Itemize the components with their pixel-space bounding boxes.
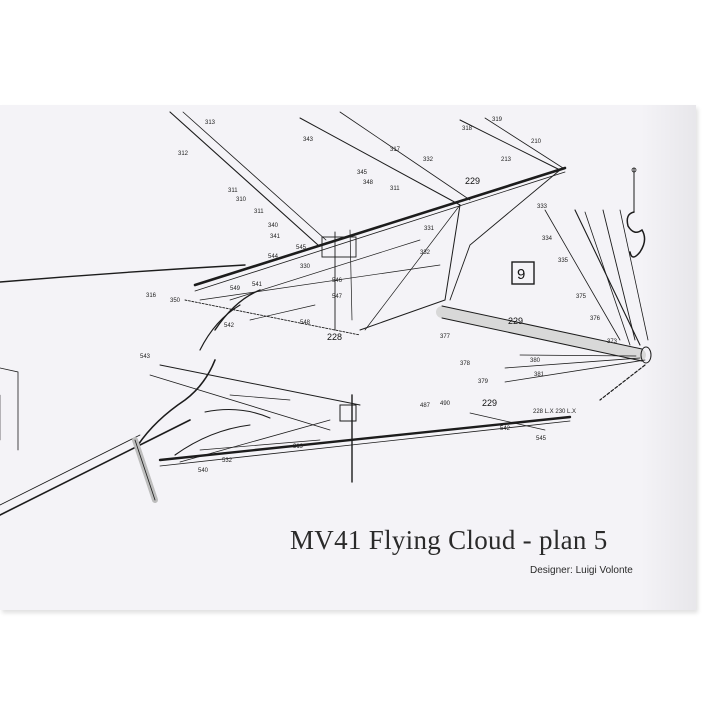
chain bbox=[599, 364, 646, 401]
hull-curve-inner bbox=[0, 434, 141, 506]
callout: 544 bbox=[268, 254, 279, 260]
callout: 334 bbox=[542, 236, 553, 242]
callout: 545 bbox=[296, 245, 307, 251]
callout: 210 bbox=[531, 139, 542, 145]
callout: 543 bbox=[140, 354, 151, 360]
upper-stay-6 bbox=[484, 117, 564, 169]
callout: 318 bbox=[462, 126, 473, 132]
callout: 311 bbox=[228, 188, 238, 194]
callout: 343 bbox=[303, 137, 314, 143]
hook-icon bbox=[626, 211, 646, 258]
callout: 348 bbox=[363, 180, 374, 186]
callout: 345 bbox=[357, 170, 368, 176]
callout: 549 bbox=[230, 286, 241, 292]
callout: 311 bbox=[254, 209, 264, 215]
callout: 542 bbox=[500, 426, 511, 432]
stem-curve bbox=[137, 359, 216, 446]
callout-group: 313 312 311 310 311 340 341 343 345 348 … bbox=[140, 117, 618, 474]
cap-block bbox=[339, 404, 357, 422]
callout: 547 bbox=[332, 294, 343, 300]
right-spar bbox=[436, 306, 646, 361]
upper-stay-1 bbox=[169, 111, 319, 246]
callout: 490 bbox=[440, 401, 451, 407]
waterline bbox=[0, 264, 246, 283]
spar-label-right: 229 bbox=[508, 316, 523, 326]
callout: 332 bbox=[423, 157, 434, 163]
callout: 548 bbox=[300, 320, 311, 326]
upper-stay-2 bbox=[182, 111, 327, 241]
spar-label-end: 228 L.X 230 L.X bbox=[533, 409, 576, 415]
hull-curve bbox=[0, 419, 191, 516]
lower-bowsprit bbox=[158, 415, 572, 462]
callout: 332 bbox=[420, 250, 431, 256]
callout: 319 bbox=[293, 444, 304, 450]
callout: 546 bbox=[332, 278, 343, 284]
callout: 319 bbox=[492, 117, 503, 123]
callout: 532 bbox=[222, 458, 233, 464]
spar-label-upper: 229 bbox=[465, 176, 480, 186]
upper-stay-3 bbox=[299, 117, 461, 206]
callout: 376 bbox=[590, 316, 601, 322]
callout: 333 bbox=[537, 204, 548, 210]
spar-label-mid: 228 bbox=[327, 332, 342, 342]
callout: 545 bbox=[536, 436, 547, 442]
plan-title: MV41 Flying Cloud - plan 5 bbox=[290, 525, 608, 555]
upper-stay-5 bbox=[459, 119, 561, 171]
callout: 378 bbox=[460, 361, 471, 367]
callout: 381 bbox=[534, 372, 545, 378]
callout: 335 bbox=[558, 258, 569, 264]
designer-credit: Designer: Luigi Volonte bbox=[530, 565, 633, 576]
callout: 340 bbox=[268, 223, 279, 229]
spar-label-lower: 229 bbox=[482, 398, 497, 408]
callout: 310 bbox=[236, 197, 247, 203]
callout: 350 bbox=[170, 298, 181, 304]
callout: 373 bbox=[607, 339, 618, 345]
upper-jibboom bbox=[193, 166, 567, 287]
callout: 379 bbox=[478, 379, 489, 385]
callout: 540 bbox=[198, 468, 209, 474]
callout: 331 bbox=[424, 226, 435, 232]
callout: 380 bbox=[530, 358, 541, 364]
callout: 541 bbox=[252, 282, 263, 288]
callout: 377 bbox=[440, 334, 451, 340]
callout: 330 bbox=[300, 264, 311, 270]
callout: 313 bbox=[205, 120, 216, 126]
callout: 311 bbox=[390, 186, 400, 192]
martingale bbox=[359, 204, 461, 331]
callout: 487 bbox=[420, 403, 431, 409]
callout: 542 bbox=[224, 323, 235, 329]
stem-post-outline bbox=[134, 439, 156, 501]
callout: 375 bbox=[576, 294, 587, 300]
plate-number: 9 bbox=[517, 266, 525, 283]
callout: 316 bbox=[146, 293, 157, 299]
plate-number-box bbox=[511, 261, 535, 285]
callout: 213 bbox=[501, 157, 512, 163]
upper-stay-4 bbox=[339, 111, 471, 201]
callout: 312 bbox=[178, 151, 189, 157]
plan-sheet bbox=[0, 105, 696, 610]
callout: 341 bbox=[270, 234, 281, 240]
callout: 317 bbox=[390, 147, 401, 153]
